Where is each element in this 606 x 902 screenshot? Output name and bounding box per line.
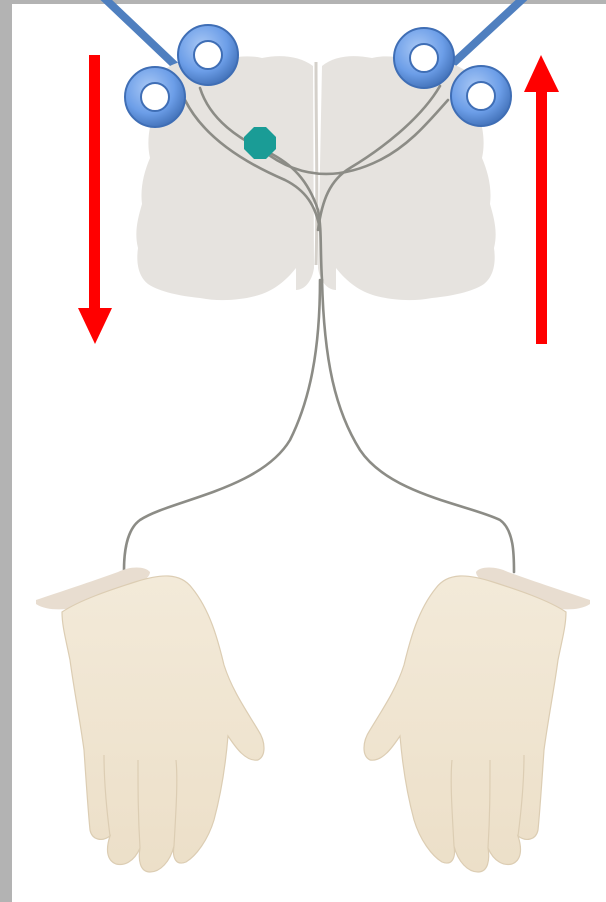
down-arrow [78, 55, 112, 344]
up-arrow [524, 55, 559, 344]
electrode-ring [178, 25, 238, 85]
right-electrode-wire [448, 0, 528, 68]
left-hand [36, 568, 264, 873]
electrode-wires [100, 0, 528, 70]
left-electrode-wire [100, 0, 180, 70]
central-fissure [316, 62, 317, 265]
right-palm [364, 576, 566, 872]
left-palm [62, 576, 264, 872]
electrode-ring [125, 67, 185, 127]
electrode-ring [394, 28, 454, 88]
brain-section [136, 56, 495, 300]
right-arm-nerve [322, 280, 514, 572]
left-arm-nerve [124, 280, 320, 570]
electrode-ring [451, 66, 511, 126]
right-hand [364, 568, 590, 873]
